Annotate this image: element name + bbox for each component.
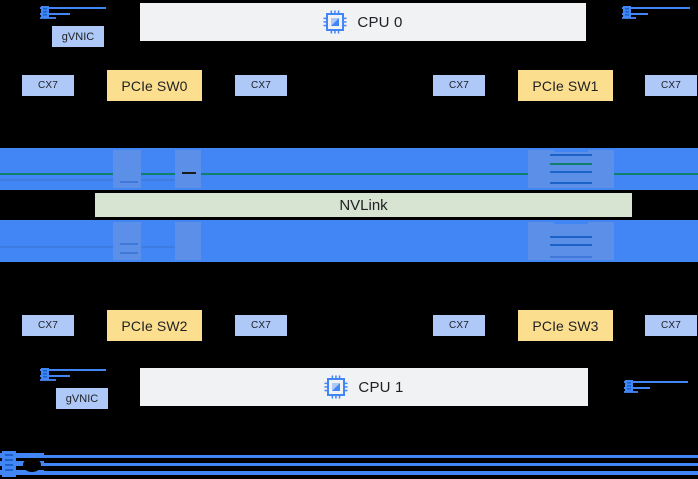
cx7-label: CX7 <box>37 80 59 91</box>
gpu-module-line <box>120 243 138 245</box>
gpu-module[interactable] <box>588 150 614 188</box>
gpu-link-line <box>586 173 698 175</box>
gpu-module[interactable] <box>175 150 201 188</box>
cx7-label: CX7 <box>660 320 682 331</box>
cpu-chip-icon <box>324 375 348 399</box>
cpu-1-label: CPU 1 <box>358 378 404 396</box>
cx7-label: CX7 <box>250 80 272 91</box>
cpu-chip-icon <box>323 10 347 34</box>
network-plug-icon <box>624 378 690 396</box>
pcie-switch-label: PCIe SW3 <box>532 317 599 334</box>
gvnic-label-top-left[interactable]: gVNIC <box>52 26 104 47</box>
gpu-module-line <box>550 171 592 173</box>
gvnic-text: gVNIC <box>65 392 99 405</box>
cx7-label: CX7 <box>660 80 682 91</box>
cx7-label: CX7 <box>448 320 470 331</box>
network-rule <box>0 455 698 458</box>
pcie-switch-label: PCIe SW2 <box>121 317 188 334</box>
pcie-switch-3[interactable]: PCIe SW3 <box>518 310 613 341</box>
gpu-module[interactable] <box>528 150 554 188</box>
network-switch-icon <box>0 449 46 479</box>
gvnic-label-bottom-left[interactable]: gVNIC <box>56 388 108 409</box>
gpu-module-line <box>550 154 592 156</box>
gpu-link-line <box>0 173 330 175</box>
pcie-switch-2[interactable]: PCIe SW2 <box>107 310 202 341</box>
gpu-module-line <box>120 252 138 254</box>
pcie-switch-label: PCIe SW1 <box>532 77 599 94</box>
cx7-label: CX7 <box>37 320 59 331</box>
gpu-link-line <box>0 179 178 181</box>
gpu-link-line <box>0 246 200 248</box>
cx7-nic-2[interactable]: CX7 <box>433 75 485 96</box>
network-plug-icon <box>622 4 692 22</box>
nvlink-interconnect[interactable]: NVLink <box>94 192 633 218</box>
network-rule <box>0 471 698 475</box>
pcie-switch-label: PCIe SW0 <box>121 77 188 94</box>
gpu-module-line <box>120 181 138 183</box>
network-plug-icon <box>40 366 108 384</box>
network-rule <box>0 463 698 466</box>
cx7-nic-4[interactable]: CX7 <box>22 315 74 336</box>
cx7-label: CX7 <box>448 80 470 91</box>
gpu-link-line <box>106 179 178 181</box>
gpu-module-line <box>550 236 592 238</box>
cx7-nic-5[interactable]: CX7 <box>235 315 287 336</box>
cpu-0-label: CPU 0 <box>357 13 403 31</box>
gpu-module-line <box>182 172 196 174</box>
pcie-switch-0[interactable]: PCIe SW0 <box>107 70 202 101</box>
nvlink-label: NVLink <box>339 196 388 214</box>
gpu-module[interactable] <box>113 222 141 260</box>
cpu-0-block[interactable]: CPU 0 <box>140 3 586 41</box>
cx7-nic-0[interactable]: CX7 <box>22 75 74 96</box>
pcie-switch-1[interactable]: PCIe SW1 <box>518 70 613 101</box>
gpu-link-line <box>190 173 550 175</box>
gpu-module[interactable] <box>528 222 554 260</box>
cx7-nic-6[interactable]: CX7 <box>433 315 485 336</box>
gpu-module[interactable] <box>588 222 614 260</box>
cx7-nic-7[interactable]: CX7 <box>645 315 697 336</box>
gpu-module-line <box>550 182 592 184</box>
cx7-label: CX7 <box>250 320 272 331</box>
gpu-module-line <box>550 244 592 246</box>
cx7-nic-1[interactable]: CX7 <box>235 75 287 96</box>
gpu-module-line <box>550 163 592 165</box>
cx7-nic-3[interactable]: CX7 <box>645 75 697 96</box>
network-plug-icon <box>40 4 108 22</box>
gvnic-text: gVNIC <box>61 30 95 43</box>
cpu-1-block[interactable]: CPU 1 <box>140 368 588 406</box>
gpu-module[interactable] <box>175 222 201 260</box>
gpu-module-highlight[interactable] <box>552 224 588 260</box>
gpu-module-line <box>550 256 592 258</box>
